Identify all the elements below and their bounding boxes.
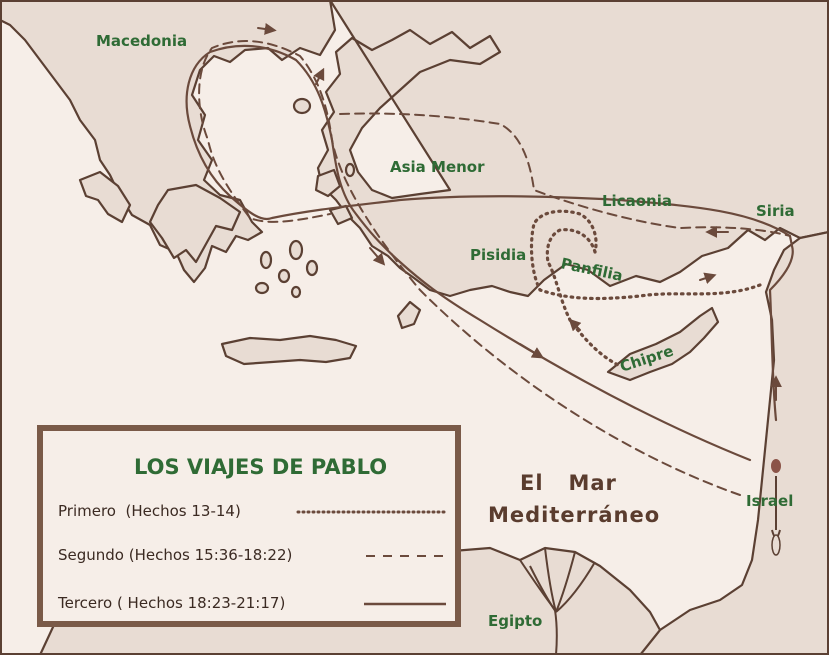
sea-label-line1: El Mar [520, 471, 617, 495]
label-licaonia: Licaonia [602, 192, 672, 210]
legend-title: LOS VIAJES DE PABLO [134, 455, 387, 479]
label-israel: Israel [746, 492, 793, 510]
land-island-7 [292, 97, 312, 115]
nile-delta [519, 547, 596, 655]
land-rhodes [396, 300, 422, 330]
arrow-6 [313, 67, 325, 85]
arrow-5 [257, 23, 277, 35]
land-island-1 [259, 250, 273, 270]
land-island-6 [290, 285, 302, 299]
land-crete [220, 334, 358, 366]
land-cyprus [606, 306, 720, 382]
galilee-marker [771, 459, 781, 473]
legend-item-third: Tercero ( Hechos 18:23-21:17) [57, 594, 285, 612]
land-lesbos [314, 168, 342, 198]
sea-label-line2: Mediterráneo [488, 503, 660, 527]
land-island-8 [344, 162, 356, 178]
legend-frame [37, 425, 461, 627]
land-island-3 [305, 259, 319, 277]
land-peloponnese [148, 183, 242, 264]
legend: LOS VIAJES DE PABLO Primero (Hechos 13-1… [37, 425, 461, 627]
land-island-5 [254, 281, 270, 295]
land-balkans [0, 0, 337, 284]
routes [185, 23, 794, 496]
label-macedonia: Macedonia [96, 32, 187, 50]
arrow-7 [568, 318, 582, 332]
land-greek-coast [78, 170, 132, 224]
arrow-8 [699, 272, 717, 284]
arrow-1 [369, 247, 386, 266]
land-island-2 [288, 239, 304, 261]
legend-item-first: Primero (Hechos 13-14) [58, 502, 241, 520]
label-pisidia: Pisidia [470, 246, 526, 264]
dead-sea [771, 534, 781, 556]
label-siria: Siria [756, 202, 795, 220]
land-island-4 [277, 268, 291, 284]
legend-item-second: Segundo (Hechos 15:36-18:22) [58, 546, 292, 564]
arrow-2 [519, 343, 545, 359]
route-third [185, 44, 794, 462]
label-asia-menor: Asia Menor [390, 158, 485, 176]
route-first [529, 209, 762, 368]
label-egipto: Egipto [488, 612, 542, 630]
